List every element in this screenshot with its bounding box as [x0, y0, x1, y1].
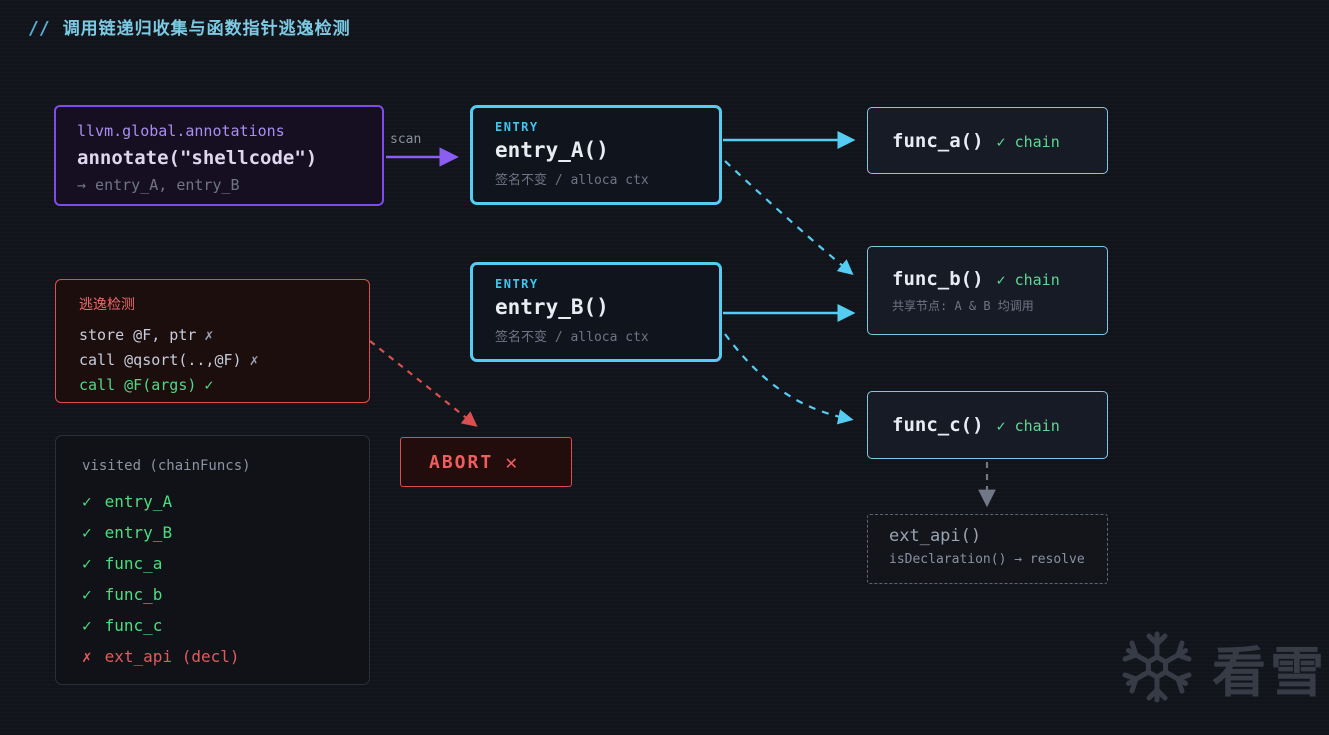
check-icon: ✓: [82, 523, 92, 542]
page-title: // 调用链递归收集与函数指针逃逸检测: [28, 14, 351, 39]
check-icon: ✓: [204, 376, 214, 394]
escape-line-store: store @F, ptr✗: [79, 326, 214, 344]
cross-icon: ✗: [82, 647, 92, 666]
func-c-node: func_c() ✓ chain: [867, 391, 1108, 459]
func-b-chain-badge: ✓ chain: [996, 270, 1060, 289]
arrow-entryB-funcC: [724, 333, 854, 425]
visited-item: ✓func_a: [82, 554, 163, 573]
func-a-node: func_a() ✓ chain: [867, 107, 1108, 174]
entry-a-node: ENTRY entry_A() 签名不变 / alloca ctx: [470, 105, 722, 205]
annotations-targets: → entry_A, entry_B: [77, 176, 240, 194]
visited-item: ✓func_b: [82, 585, 163, 604]
ext-api-name: ext_api(): [889, 526, 982, 546]
entry-b-subtitle: 签名不变 / alloca ctx: [495, 330, 649, 345]
abort-node: ABORT ✕: [400, 437, 572, 487]
check-icon: ✓: [82, 616, 92, 635]
check-icon: ✓: [82, 554, 92, 573]
ext-api-node: ext_api() isDeclaration() → resolve: [867, 514, 1108, 584]
func-b-name: func_b(): [892, 267, 984, 290]
arrow-entryA-funcB: [724, 160, 854, 275]
func-a-name: func_a(): [892, 129, 984, 152]
entry-a-tag: ENTRY: [495, 120, 539, 134]
abort-label: ABORT: [429, 451, 494, 473]
abort-cross-icon: ✕: [505, 450, 518, 474]
visited-item: ✓entry_B: [82, 523, 173, 542]
entry-a-name: entry_A(): [495, 138, 609, 162]
entry-b-name: entry_B(): [495, 295, 609, 319]
func-b-subtitle: 共享节点: A & B 均调用: [892, 298, 1034, 313]
annotations-symbol: llvm.global.annotations: [77, 122, 285, 140]
escape-detection-title: 逃逸检测: [79, 297, 135, 313]
cross-icon: ✗: [249, 351, 259, 369]
escape-detection-node: 逃逸检测 store @F, ptr✗ call @qsort(..,@F)✗ …: [55, 279, 370, 403]
watermark: 看雪: [1116, 626, 1328, 708]
cross-icon: ✗: [204, 326, 214, 344]
visited-item: ✗ext_api (decl): [82, 647, 240, 666]
check-icon: ✓: [82, 492, 92, 511]
watermark-text: 看雪: [1212, 640, 1328, 704]
func-b-node: func_b() ✓ chain 共享节点: A & B 均调用: [867, 246, 1108, 335]
arrow-escape-abort: [369, 340, 478, 427]
escape-line-qsort: call @qsort(..,@F)✗: [79, 351, 259, 369]
entry-b-node: ENTRY entry_B() 签名不变 / alloca ctx: [470, 262, 722, 362]
entry-b-tag: ENTRY: [495, 277, 539, 291]
ext-api-subtitle: isDeclaration() → resolve: [889, 552, 1085, 567]
func-a-chain-badge: ✓ chain: [996, 132, 1060, 151]
annotations-call: annotate("shellcode"): [77, 147, 318, 169]
snowflake-icon: [1122, 631, 1192, 703]
visited-list-node: visited (chainFuncs) ✓entry_A ✓entry_B ✓…: [55, 435, 370, 685]
visited-item: ✓func_c: [82, 616, 163, 635]
comment-slashes: //: [28, 18, 50, 39]
func-c-chain-badge: ✓ chain: [996, 417, 1060, 435]
scan-arrow-label: scan: [390, 132, 422, 147]
entry-a-subtitle: 签名不变 / alloca ctx: [495, 173, 649, 188]
escape-line-direct-call: call @F(args)✓: [79, 376, 214, 394]
annotations-node: llvm.global.annotations annotate("shellc…: [54, 105, 384, 206]
page-title-text: 调用链递归收集与函数指针逃逸检测: [62, 19, 351, 39]
visited-item: ✓entry_A: [82, 492, 173, 511]
func-c-name: func_c(): [892, 414, 984, 436]
check-icon: ✓: [82, 585, 92, 604]
visited-list-title: visited (chainFuncs): [82, 458, 251, 474]
